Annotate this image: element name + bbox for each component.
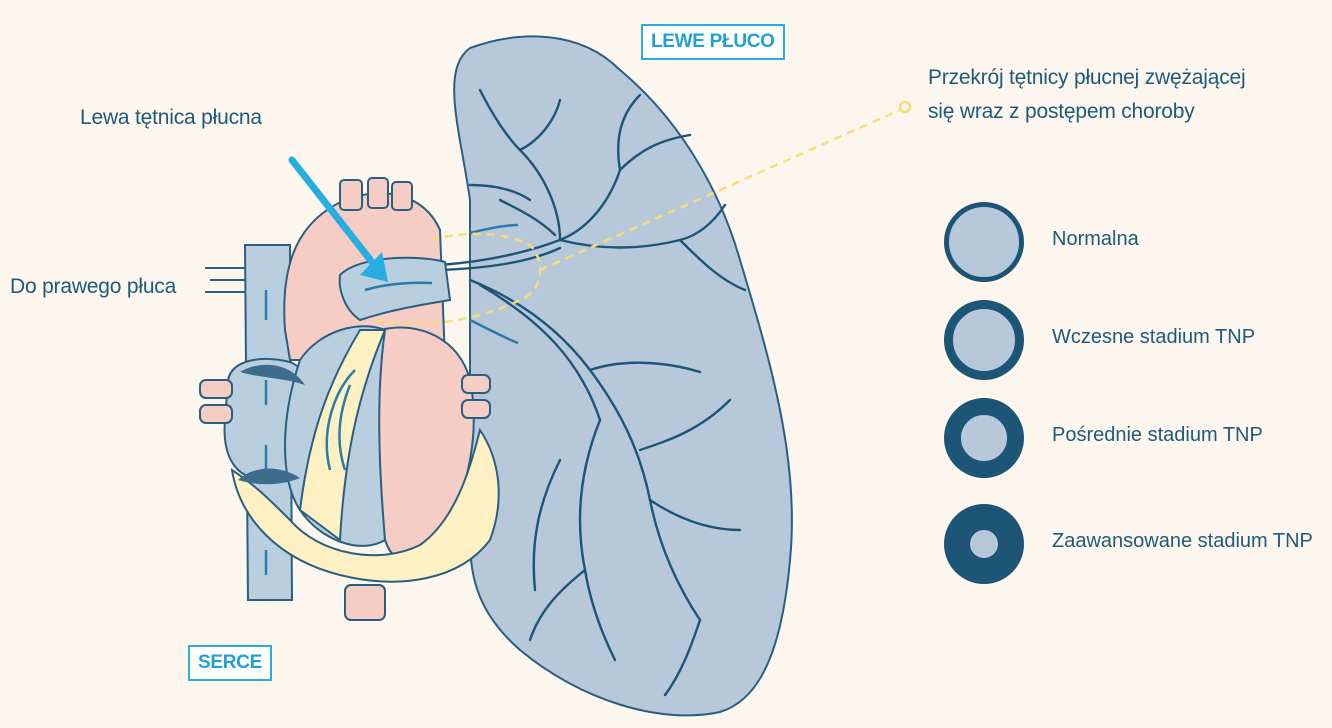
- artery-cross-section-intermediate: [944, 398, 1024, 478]
- artery-cross-section-normal: [944, 202, 1024, 282]
- artery-cross-section-advanced: [944, 504, 1024, 584]
- legend-label: Zaawansowane stadium TNP: [1052, 530, 1313, 553]
- cross-section-caption-line1: Przekrój tętnicy płucnej zwężającej: [928, 66, 1245, 90]
- legend-item-early: Wczesne stadium TNP: [944, 300, 1324, 380]
- right-lung-bracket: [205, 268, 245, 292]
- aortic-branches: [340, 178, 412, 210]
- heart-title: SERCE: [188, 645, 272, 681]
- legend-item-normal: Normalna: [944, 202, 1324, 282]
- artery-cross-section-early: [944, 300, 1024, 380]
- legend-label: Pośrednie stadium TNP: [1052, 424, 1263, 447]
- legend-item-intermediate: Pośrednie stadium TNP: [944, 398, 1324, 478]
- lung-title: LEWE PŁUCO: [641, 24, 785, 60]
- right-lung-label: Do prawego płuca: [10, 275, 176, 299]
- legend-item-advanced: Zaawansowane stadium TNP: [944, 504, 1324, 584]
- cross-section-caption-line2: się wraz z postępem choroby: [928, 100, 1195, 124]
- cross-section-marker: [900, 102, 910, 112]
- left-lung: [454, 36, 792, 715]
- left-pulmonary-artery-label: Lewa tętnica płucna: [80, 106, 262, 130]
- legend-label: Normalna: [1052, 228, 1139, 251]
- legend-label: Wczesne stadium TNP: [1052, 326, 1255, 349]
